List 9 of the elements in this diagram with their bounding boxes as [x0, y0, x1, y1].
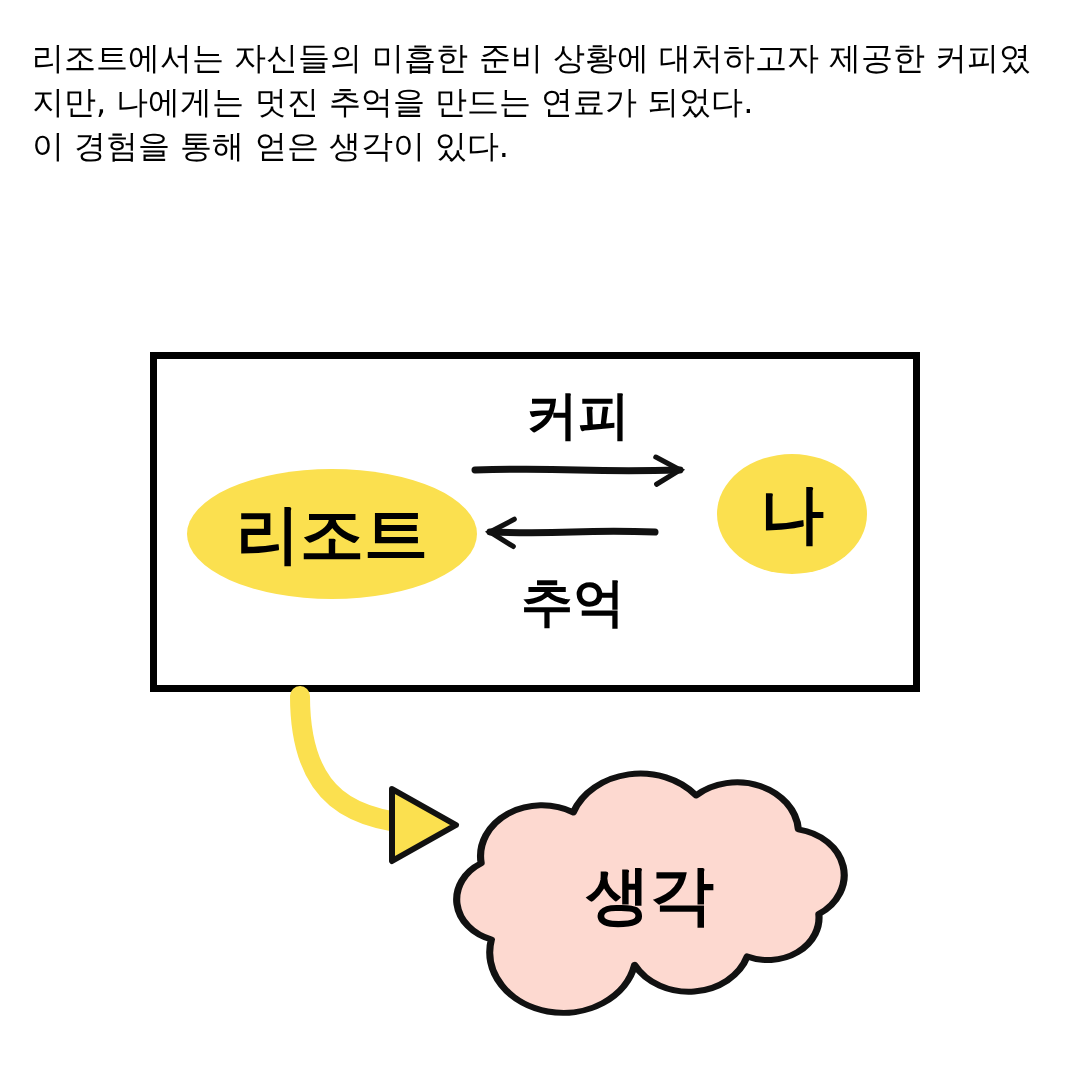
- arrow: [290, 686, 459, 863]
- paragraph: 리조트에서는 자신들의 미흡한 준비 상황에 대처하고자 제공한 커피였지만, 나에게는 멋진 추억을 만드는 연료가 되었다.: [32, 38, 1033, 123]
- paragraph: 이 경험을 통해 얻은 생각이 있다.: [32, 126, 511, 167]
- frame-box: [150, 352, 920, 692]
- node-text: 리조트: [236, 502, 428, 566]
- arrow: [486, 516, 659, 549]
- arrow: [471, 454, 684, 487]
- node-text: 생각: [586, 863, 714, 927]
- node-text: 나: [760, 482, 824, 546]
